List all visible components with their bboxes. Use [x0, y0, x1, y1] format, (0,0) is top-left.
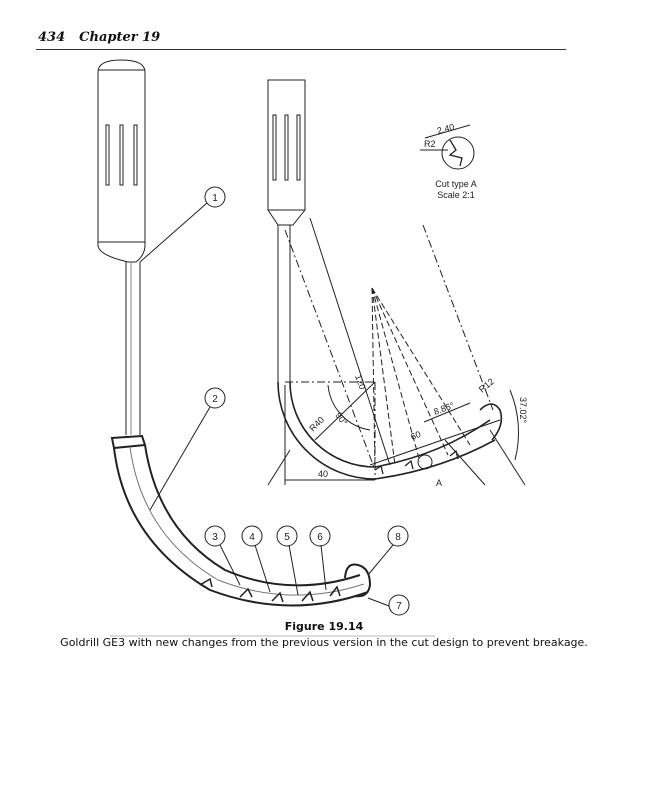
dim-120: 120 — [353, 373, 368, 391]
callout-1: 1 — [212, 193, 218, 204]
detail-scale: Scale 2:1 — [437, 190, 475, 200]
chapter-title: Chapter 19 — [79, 30, 161, 45]
dim-r40: R40 — [307, 415, 326, 434]
dim-r2: R2 — [424, 139, 436, 149]
figure-caption-title: Figure 19.14 — [284, 620, 364, 633]
page-number: 434 — [38, 30, 66, 45]
callout-3: 3 — [212, 532, 218, 543]
right-technical-drawing: 120 90° R40 40 60 8.86° R12 37.02° A — [267, 79, 528, 488]
callout-4: 4 — [249, 532, 255, 543]
dim-60: 60 — [409, 429, 422, 442]
header-rule — [36, 49, 566, 50]
callouts: 1 2 3 4 5 6 7 8 — [139, 186, 410, 616]
dim-8-86deg: 8.86° — [432, 400, 456, 417]
callout-5: 5 — [284, 532, 290, 543]
callout-6: 6 — [317, 532, 323, 543]
callout-2: 2 — [212, 394, 218, 405]
dim-90deg: 90° — [333, 410, 349, 427]
dim-r12: R12 — [477, 376, 496, 394]
cut-detail: 2.40 R2 Cut type A Scale 2:1 — [420, 122, 477, 200]
figure-caption-text: Goldrill GE3 with new changes from the p… — [60, 636, 588, 649]
dim-2-40: 2.40 — [436, 122, 456, 136]
section-label-a: A — [436, 478, 442, 488]
callout-8: 8 — [395, 532, 401, 543]
callout-7: 7 — [396, 601, 402, 612]
detail-title: Cut type A — [435, 179, 477, 189]
dim-37-02deg: 37.02° — [518, 397, 528, 424]
dim-40: 40 — [318, 469, 328, 479]
left-instrument — [97, 59, 435, 637]
running-header: 434 Chapter 19 — [38, 30, 174, 45]
